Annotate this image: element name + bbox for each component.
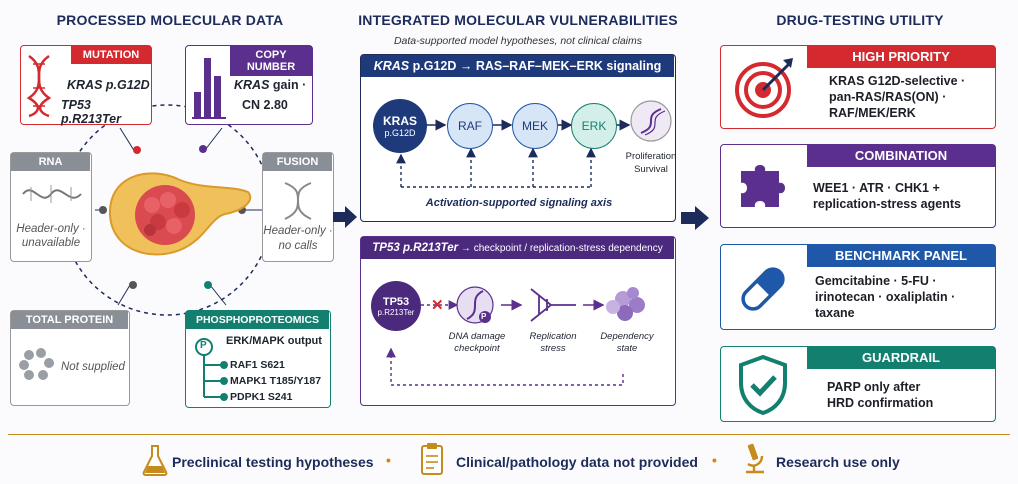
- kras-panel: KRAS p.G12D → RAS–RAF–MEK–ERK signaling …: [360, 54, 676, 222]
- tp53-panel-header: TP53 p.R213Ter → checkpoint / replicatio…: [361, 237, 674, 259]
- kras-node: KRAS p.G12D: [373, 99, 427, 153]
- total-protein-tag: TOTAL PROTEIN: [11, 311, 128, 329]
- target-icon: [735, 58, 793, 118]
- rna-tag: RNA: [11, 153, 90, 171]
- arrow-left-to-mid: [333, 206, 357, 228]
- shield-check-icon: [739, 355, 787, 415]
- drug-text-benchmark: Gemcitabine · 5-FU ·irinotecan · oxalipl…: [815, 274, 956, 320]
- drug-head-guardrail: GUARDRAIL: [807, 347, 995, 369]
- drug-card-benchmark: BENCHMARK PANEL Gemcitabine · 5-FU ·irin…: [720, 244, 996, 330]
- copy-number-card: COPY NUMBER KRAS gain · CN 2.80: [185, 45, 313, 125]
- kras-pathway-graphic: [396, 100, 672, 188]
- phospho-item-1: RAF1 S621: [230, 359, 285, 371]
- fusion-card: FUSION Header-only · no calls: [262, 152, 334, 262]
- drug-card-combination: COMBINATION WEE1 · ATR · CHK1 +replicati…: [720, 144, 996, 228]
- phospho-item-2: MAPK1 T185/Y187: [230, 375, 322, 387]
- right-column-title: DRUG-TESTING UTILITY: [776, 12, 944, 28]
- rna-status-2: unavailable: [21, 237, 81, 249]
- tp53-panel: TP53 p.R213Ter → checkpoint / replicatio…: [360, 236, 676, 406]
- mutation-card: MUTATION KRAS p.G12D TP53 p.R213Ter: [20, 45, 152, 126]
- bar-chart-icon: [192, 58, 226, 119]
- footer-item-2: Clinical/pathology data not provided: [456, 454, 698, 470]
- svg-text:✕: ✕: [431, 297, 444, 314]
- total-protein-status: Not supplied: [61, 361, 125, 373]
- phospho-card: PHOSPHOPROTEOMICS ERK/MAPK output P RAF1…: [185, 310, 331, 408]
- tp53-p-symbol: P: [481, 312, 487, 321]
- raf-node: RAF: [447, 103, 493, 149]
- fusion-dna-icon: [284, 182, 312, 220]
- phospho-title: ERK/MAPK output: [226, 335, 322, 347]
- phospho-tree-icon: [195, 338, 228, 401]
- kras-panel-header: KRAS p.G12D → RAS–RAF–MEK–ERK signaling: [361, 55, 674, 77]
- puzzle-icon: [741, 165, 785, 207]
- tp53-pathway-graphic: ✕: [386, 286, 645, 386]
- kras-axis-label: Activation-supported signaling axis: [425, 197, 613, 209]
- mid-column-title: INTEGRATED MOLECULAR VULNERABILITIES: [358, 12, 678, 28]
- kras-outcome-1: Proliferation: [625, 151, 677, 162]
- copy-number-kras: KRAS gain ·: [234, 78, 307, 92]
- rna-card: RNA Header-only · unavailable: [10, 152, 92, 262]
- drug-text-high-priority: KRAS G12D-selective ·pan-RAS/RAS(ON) ·RA…: [829, 74, 966, 120]
- rna-strand-icon: [22, 185, 82, 203]
- drug-head-high-priority: HIGH PRIORITY: [807, 46, 995, 68]
- dna-icon: [26, 54, 52, 118]
- mek-node: MEK: [512, 103, 558, 149]
- flask-icon: [142, 445, 168, 476]
- rna-status-1: Header-only ·: [16, 223, 86, 235]
- tp53-node: TP53 p.R213Ter: [371, 281, 421, 331]
- drug-text-combination: WEE1 · ATR · CHK1 +replication-stress ag…: [813, 181, 961, 211]
- footer-sep-1: •: [386, 452, 391, 468]
- phospho-item-3: PDPK1 S241: [230, 391, 293, 403]
- drug-card-high-priority: HIGH PRIORITY KRAS G12D-selective ·pan-R…: [720, 45, 996, 129]
- phospho-p-symbol: P: [200, 340, 207, 351]
- mutation-tp53: TP53 p.R213Ter: [61, 98, 121, 126]
- footer-item-1: Preclinical testing hypotheses: [172, 454, 374, 470]
- mutation-kras: KRAS p.G12D: [67, 78, 150, 92]
- fusion-status-1: Header-only ·: [263, 225, 333, 237]
- drug-head-combination: COMBINATION: [807, 145, 995, 167]
- mutation-tag: MUTATION: [71, 46, 151, 64]
- footer-sep-2: •: [712, 452, 717, 468]
- left-column-title: PROCESSED MOLECULAR DATA: [56, 12, 284, 28]
- arrow-mid-to-right: [681, 206, 709, 230]
- clipboard-icon: [421, 443, 443, 475]
- kras-outcome-2: Survival: [634, 164, 668, 175]
- erk-node: ERK: [571, 103, 617, 149]
- copy-number-tag: COPY NUMBER: [230, 46, 312, 76]
- phospho-tag: PHOSPHOPROTEOMICS: [186, 311, 329, 329]
- footer-item-3: Research use only: [776, 454, 900, 470]
- protein-icon: [19, 348, 54, 380]
- capsule-icon: [741, 267, 785, 311]
- drug-head-benchmark: BENCHMARK PANEL: [807, 245, 995, 267]
- copy-number-value: CN 2.80: [242, 98, 288, 112]
- mid-column-subtitle: Data-supported model hypotheses, not cli…: [393, 35, 643, 47]
- fusion-status-2: no calls: [278, 240, 318, 252]
- total-protein-card: TOTAL PROTEIN Not supplied: [10, 310, 130, 406]
- microscope-icon: [746, 443, 764, 474]
- footer-divider: [8, 434, 1010, 435]
- fusion-tag: FUSION: [263, 153, 332, 171]
